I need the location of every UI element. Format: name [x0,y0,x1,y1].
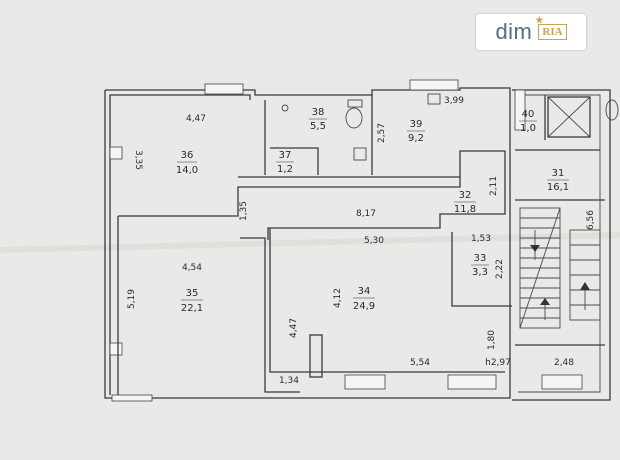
dim-label: 1,53 [471,234,491,244]
room-32-number: 32 [459,190,472,201]
dim-label: 3,99 [444,96,464,106]
room-34-area: 24,9 [353,301,375,312]
dim-label: h2,97 [485,358,511,368]
dim-label: 5,19 [127,289,137,309]
dim-label: 1,80 [487,330,497,350]
dim-label: 4,47 [289,318,299,338]
dim-ria-watermark: dim RIA [476,14,586,50]
elevator-shaft [547,96,591,138]
dim-label: 8,17 [356,209,376,219]
room-35-area: 22,1 [181,303,203,314]
room-33-number: 33 [474,253,487,264]
dim-label: 4,47 [186,114,206,124]
room-32-area: 11,8 [454,204,476,215]
watermark-sub-brand: RIA [535,15,567,40]
dim-label: 5,54 [410,358,430,368]
dim-label: 2,11 [489,176,499,196]
room-38-number: 38 [312,107,325,118]
bathroom-fixtures [281,93,619,161]
room-39-area: 9,2 [408,133,424,144]
room-37-number: 37 [279,150,292,161]
room-37-area: 1,2 [277,164,293,175]
dim-label: 2,57 [377,123,387,143]
room-34-number: 34 [358,286,371,297]
room-40-area: 1,0 [520,123,536,134]
room-31-area: 16,1 [547,182,569,193]
dim-label: 2,48 [554,358,574,368]
dim-label: 4,12 [333,288,343,308]
windows [109,79,583,402]
dim-label: 1,34 [279,376,299,386]
staircase [519,207,601,329]
room-38-area: 5,5 [310,121,326,132]
dim-label: 4,54 [182,263,202,273]
interior-walls [117,95,605,395]
room-31-number: 31 [552,168,565,179]
dim-label: 3,35 [133,150,143,170]
room-36-area: 14,0 [176,165,198,176]
room-33-area: 3,3 [472,267,488,278]
dim-label: 6,56 [586,210,596,230]
dim-label: 2,22 [495,259,505,279]
dimension-labels: 4,47 3,35 3,99 2,57 2,11 1,35 8,17 5,30 … [127,96,596,386]
dim-label: 5,30 [364,236,384,246]
room-39-number: 39 [410,119,423,130]
paper-fold [0,232,620,253]
room-40-number: 40 [522,109,535,120]
room-labels: 36 14,0 37 1,2 38 5,5 39 9,2 40 1,0 31 1… [176,107,569,314]
dim-label: 1,35 [239,201,249,221]
room-36-number: 36 [181,150,194,161]
watermark-brand: dim [495,19,533,44]
room-35-number: 35 [186,288,199,299]
